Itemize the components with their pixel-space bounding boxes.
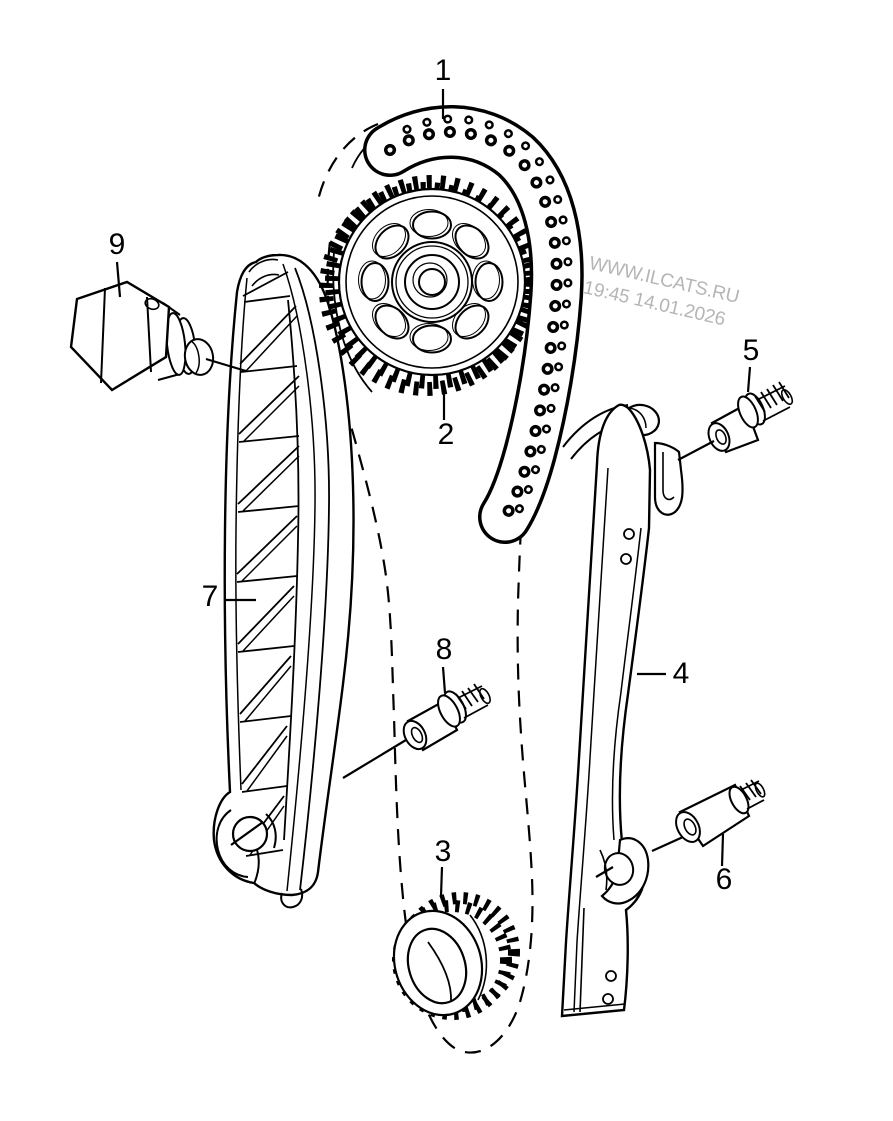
stud-5-pointer-line — [677, 440, 715, 461]
tensioner-rail-cap-inner-arc — [629, 407, 647, 429]
stud-lower — [675, 779, 766, 848]
camshaft-sprocket — [319, 129, 539, 396]
part-label-3: 3 — [434, 835, 452, 868]
guide-rail-pivot-boss — [215, 809, 277, 878]
chain-links-row-2-holes — [396, 116, 571, 522]
tensioner-rail-inner-right — [611, 527, 642, 841]
bolt-hex-head — [69, 280, 171, 392]
guide-rail-outline — [212, 253, 355, 897]
label-6-line — [720, 833, 725, 867]
chain-path-main-loop — [326, 241, 534, 1054]
stud-lower-thread-outline — [740, 780, 765, 810]
tensioner-rail-hook — [653, 441, 684, 516]
chain-path-dashed-loop — [316, 122, 534, 1054]
stud-middle-thread-ridges — [455, 683, 485, 710]
guide-rail-face-line-inner — [282, 263, 316, 892]
stud-middle — [402, 683, 491, 752]
crank-row-divider — [469, 914, 488, 1001]
part-label-2: 2 — [437, 418, 455, 451]
bolt-tip-arc — [190, 340, 200, 374]
stud-8-pointer-line — [230, 739, 407, 846]
stud-middle-bore-inner — [410, 726, 424, 744]
sprocket-face-ring — [345, 195, 519, 369]
tensioner-rail-foot-lines — [563, 849, 626, 1013]
part-label-7: 7 — [201, 580, 219, 613]
bolt-head-mark — [144, 297, 160, 311]
stud-upper-bore-inner — [715, 429, 727, 445]
callout-lines — [115, 89, 752, 897]
stud-middle-thread-tip — [479, 687, 491, 705]
stud-lower-thread-tip — [754, 782, 766, 798]
part-label-5: 5 — [742, 334, 760, 367]
crankshaft-sprocket — [392, 892, 520, 1020]
guide-rail-foot-hook — [253, 849, 304, 909]
part-label-4: 4 — [672, 657, 690, 690]
crank-center-hole — [406, 927, 468, 1005]
chain-path-top-arc — [316, 122, 379, 201]
stud-upper-collar-front — [737, 395, 759, 429]
sprocket-hub — [391, 241, 473, 323]
chain-links-row-1-holes — [387, 129, 560, 520]
stud-upper-thread-tip — [780, 388, 794, 406]
tensioner-bolt — [69, 280, 215, 392]
part-label-9: 9 — [108, 228, 126, 261]
label-8-line — [441, 666, 447, 694]
stud-lower-bore-inner — [683, 818, 697, 836]
label-9-line — [115, 261, 122, 298]
tensioner-rail-inner-left — [573, 467, 609, 1013]
tensioner-rail — [560, 403, 684, 1018]
tensioner-rail-hook-inner — [662, 452, 675, 501]
guide-rail-spine-line — [235, 277, 248, 791]
stud-middle-collar-front — [437, 694, 461, 728]
guide-rail-top-cap-lines — [248, 258, 280, 287]
stud-6-pointer-line — [595, 835, 684, 878]
bolt-hex-facets — [100, 287, 152, 384]
stud-lower-step — [728, 785, 750, 815]
stud-upper-thread-ridges — [754, 381, 790, 413]
part-label-6: 6 — [715, 863, 733, 896]
part-label-1: 1 — [434, 54, 452, 87]
timing-chain — [363, 105, 584, 544]
guide-rail-face-line-outer — [294, 267, 330, 891]
bolt-9-pointer-line — [205, 357, 247, 373]
guide-rail-truss-rungs — [236, 271, 300, 857]
stud-upper — [707, 381, 794, 454]
guide-rail-truss-diagonals-2 — [241, 315, 300, 856]
part-label-8: 8 — [435, 633, 453, 666]
crank-hole-wall-line — [427, 941, 452, 1003]
guide-rail — [212, 253, 355, 909]
label-5-line — [746, 366, 752, 393]
tensioner-rail-small-holes — [602, 528, 635, 1005]
guide-rail-truss-diagonals — [236, 305, 300, 849]
stud-upper-thread-outline — [756, 385, 791, 422]
label-3-line — [439, 866, 444, 897]
sprocket-holes — [358, 209, 504, 354]
